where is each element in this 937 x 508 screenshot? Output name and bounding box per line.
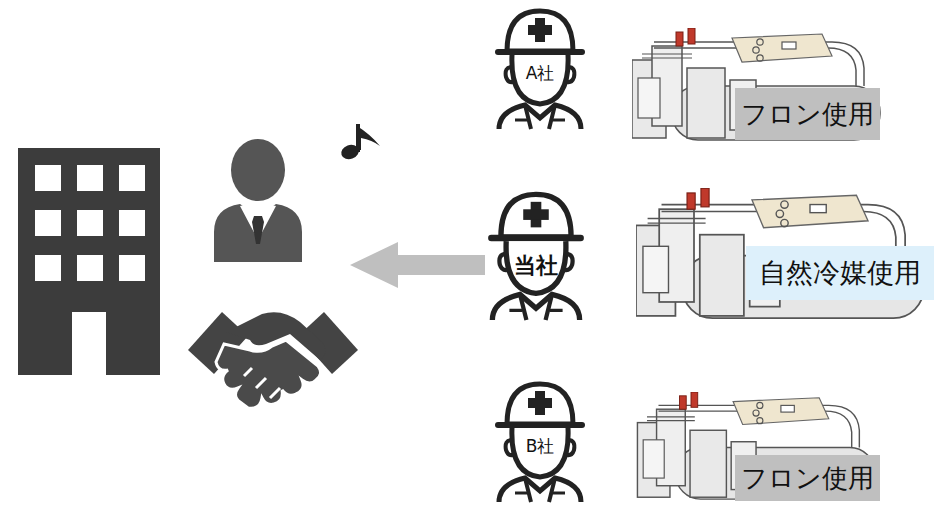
refrigerant-label: 自然冷媒使用	[746, 246, 934, 300]
node-text: 自然冷媒使用	[759, 258, 921, 288]
worker-icon	[498, 384, 582, 502]
node-text: フロン使用	[741, 100, 874, 129]
node-text: フロン使用	[741, 464, 874, 493]
building-icon	[18, 148, 160, 375]
node-text: 当社	[514, 254, 558, 278]
businessman-icon	[214, 139, 302, 262]
chiller-machine	[632, 28, 880, 140]
worker-icon	[491, 194, 580, 320]
music-note	[339, 124, 380, 162]
refrigerant-label: フロン使用	[735, 88, 880, 140]
node-text: A社	[526, 64, 555, 83]
refrigerant-label: フロン使用	[735, 455, 880, 501]
offer-arrow	[350, 242, 485, 288]
node-text: B社	[526, 437, 555, 456]
company-label: A社	[512, 57, 568, 89]
handshake-icon	[188, 312, 358, 408]
chiller-machine	[637, 392, 874, 499]
company-label: B社	[512, 430, 568, 462]
worker-icon	[498, 11, 582, 129]
company-label: 当社	[504, 249, 568, 283]
